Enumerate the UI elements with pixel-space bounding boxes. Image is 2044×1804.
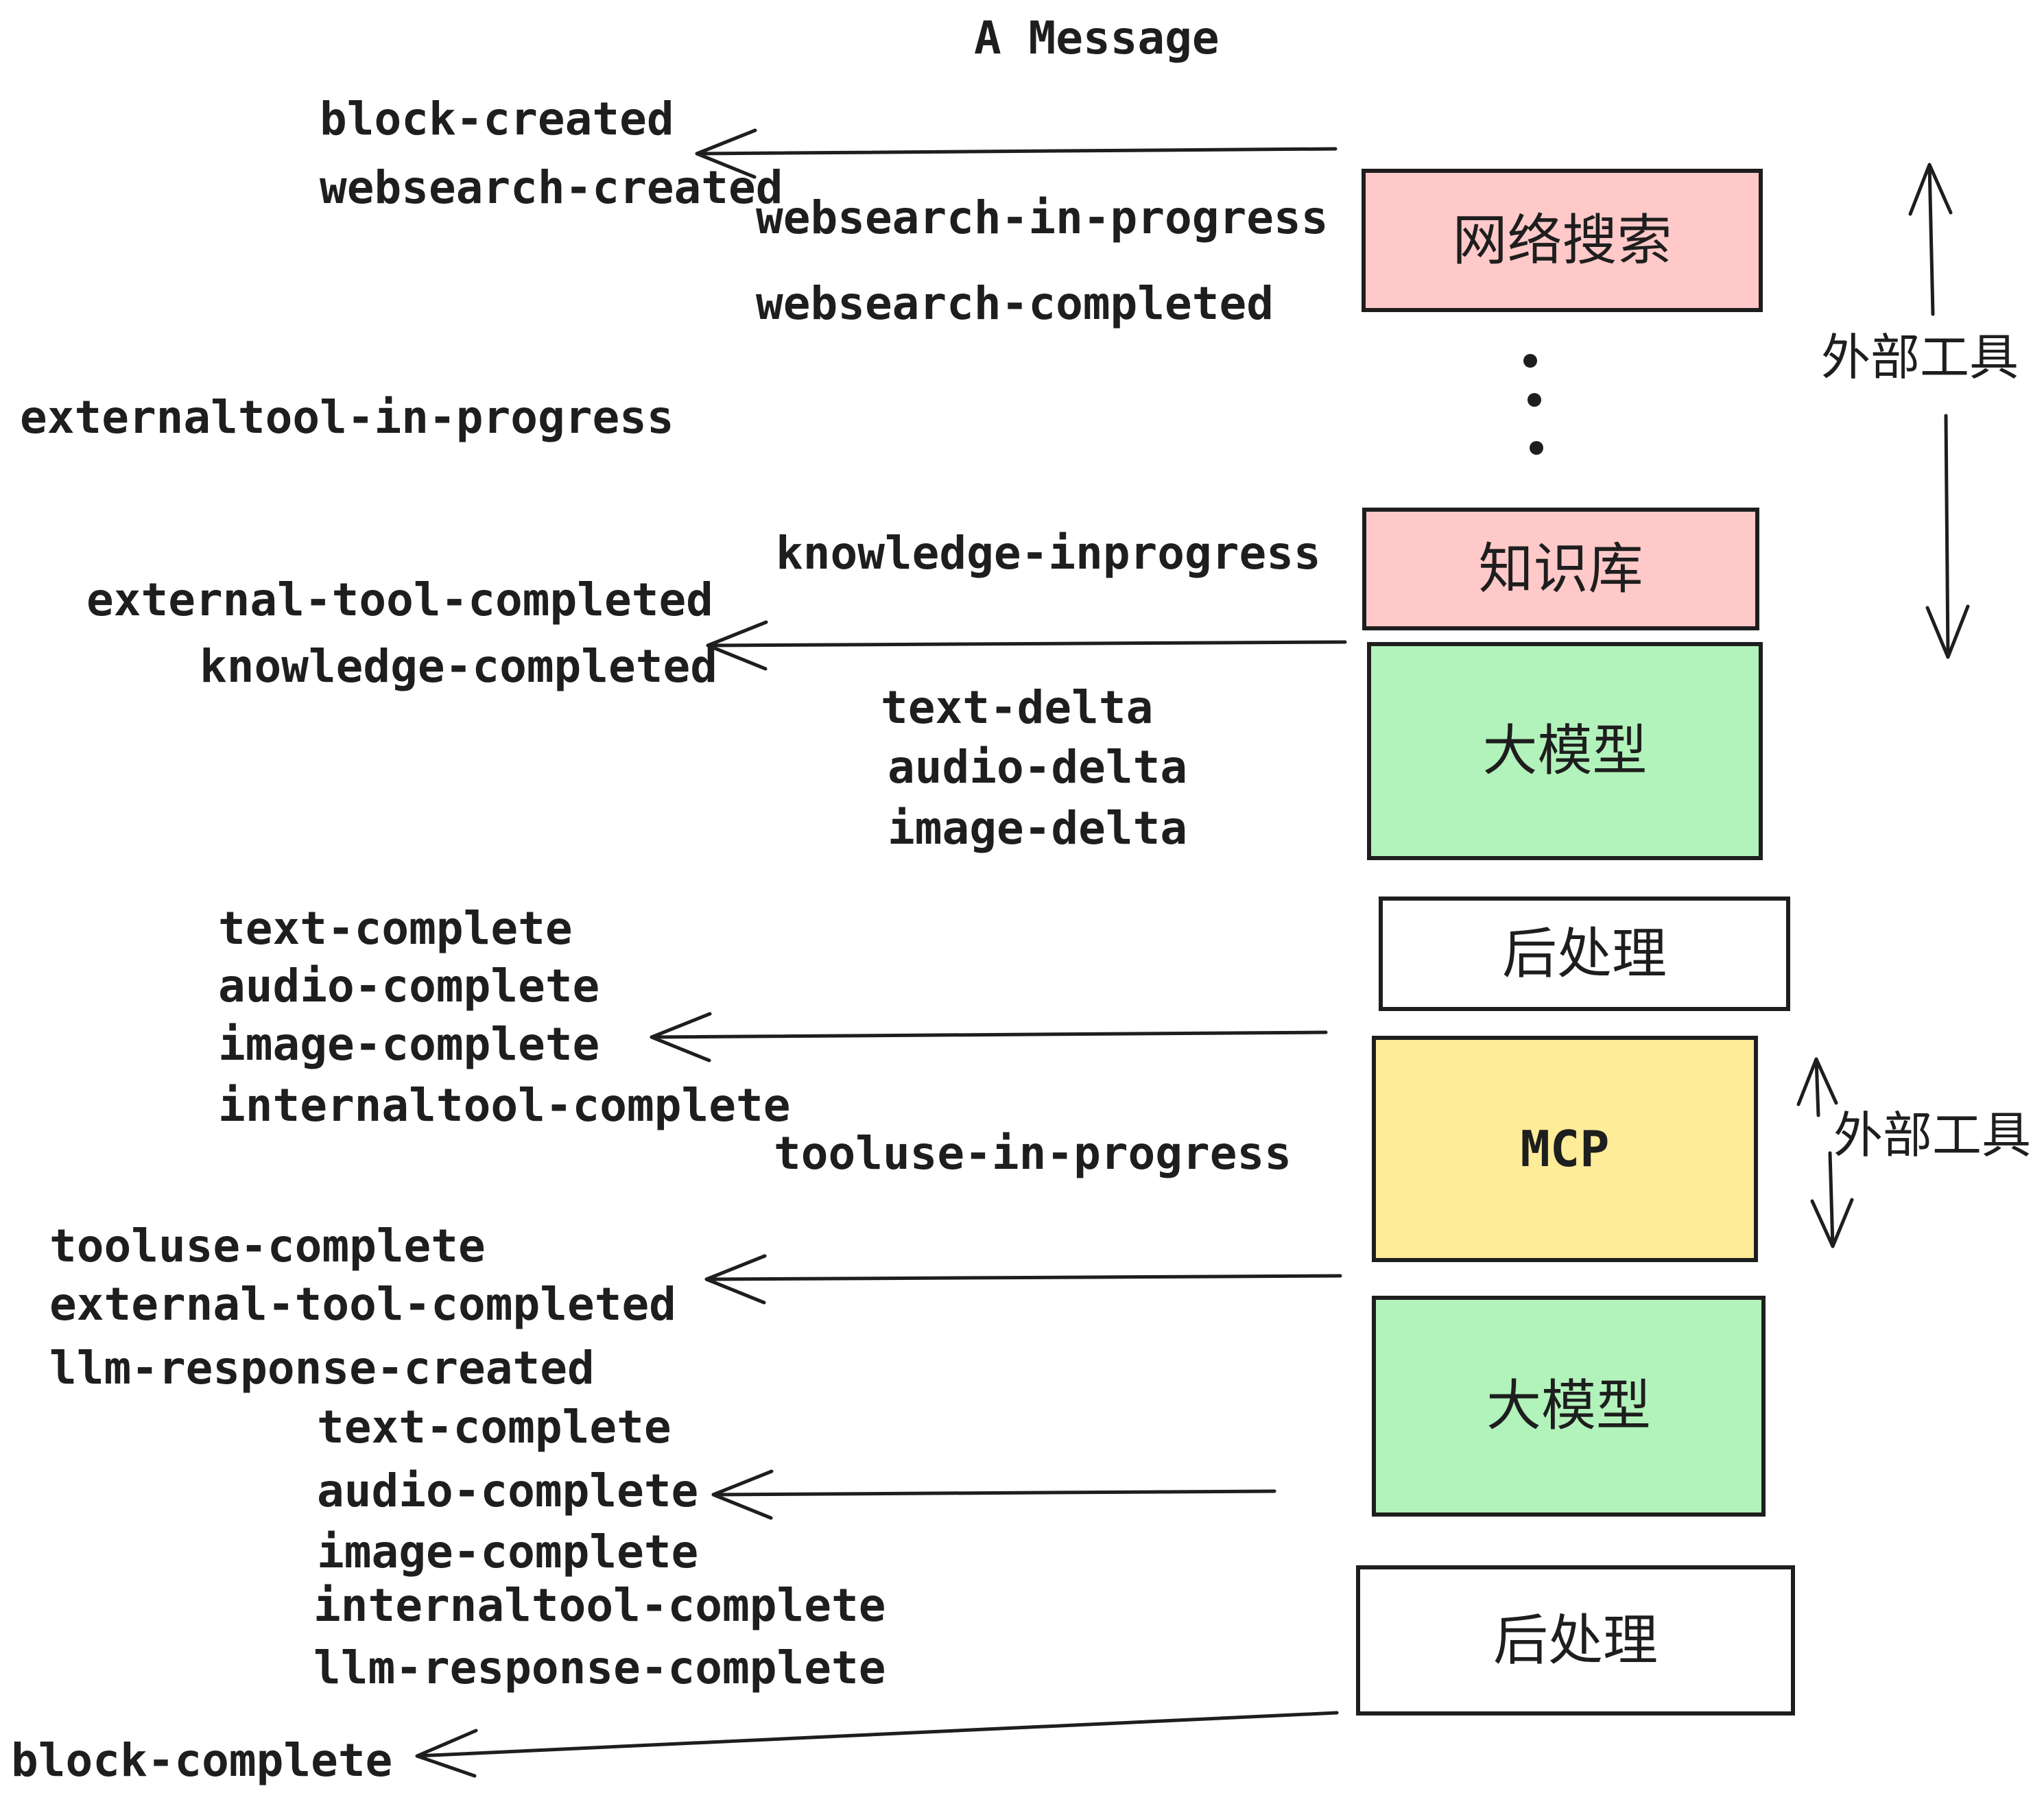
side-label-external-tools-2: 外部工具 (1833, 1106, 2032, 1164)
flow-box-postprocess-2-label: 后处理 (1493, 1608, 1658, 1672)
flow-box-llm-2: 大模型 (1372, 1296, 1766, 1517)
arrow-down-external-1 (1925, 414, 1970, 659)
arrow-to-block-created (695, 128, 1338, 179)
flow-box-websearch: 网络搜索 (1362, 169, 1763, 312)
diagram-title: A Message (974, 12, 1220, 64)
side-label-external-tools-1: 外部工具 (1821, 329, 2019, 386)
arrow-to-audio-complete (711, 1469, 1276, 1520)
arrow-up-external-1 (1908, 163, 1953, 316)
event-label-block-complete: block-complete (11, 1734, 393, 1787)
event-label-image-complete-1: image-complete (218, 1018, 600, 1071)
arrow-to-block-complete (415, 1711, 1339, 1778)
event-label-websearch-completed: websearch-completed (756, 277, 1274, 330)
arrow-to-image-complete (650, 1012, 1328, 1063)
flow-box-mcp: MCP (1372, 1036, 1758, 1262)
flow-box-mcp-label: MCP (1520, 1120, 1610, 1178)
arrow-to-tooluse-complete (704, 1254, 1342, 1305)
flow-box-postprocess-1: 后处理 (1379, 897, 1790, 1011)
flow-box-llm-1-label: 大模型 (1482, 719, 1648, 783)
event-label-text-complete-2: text-complete (317, 1401, 672, 1453)
flow-box-knowledge-label: 知识库 (1478, 536, 1643, 601)
event-label-external-tool-completed: external-tool-completed (86, 573, 713, 626)
event-label-image-delta-1: image-delta (888, 802, 1188, 855)
flow-box-websearch-label: 网络搜索 (1452, 208, 1672, 272)
ellipsis-dot (1523, 354, 1537, 368)
event-label-audio-complete-1: audio-complete (218, 960, 600, 1012)
event-label-websearch-in-progress: websearch-in-progress (756, 191, 1329, 244)
flow-box-llm-2-label: 大模型 (1486, 1374, 1651, 1438)
ellipsis-dot (1530, 441, 1543, 455)
flow-box-postprocess-1-label: 后处理 (1502, 921, 1667, 986)
arrow-up-external-2 (1796, 1057, 1838, 1117)
event-label-knowledge-completed: knowledge-completed (200, 640, 717, 693)
event-label-externaltool-in-progress: externaltool-in-progress (20, 391, 674, 444)
arrow-down-external-2 (1810, 1151, 1854, 1248)
flow-box-knowledge: 知识库 (1362, 508, 1759, 630)
event-label-internaltool-complete-2: internaltool-complete (313, 1579, 886, 1632)
event-label-audio-complete-2: audio-complete (317, 1464, 699, 1517)
event-label-tooluse-in-progress: tooluse-in-progress (774, 1127, 1292, 1180)
event-label-audio-delta-1: audio-delta (888, 741, 1188, 794)
event-label-llm-response-complete: llm-response-complete (313, 1641, 886, 1694)
flow-box-llm-1: 大模型 (1367, 642, 1763, 860)
event-label-internaltool-complete-1: internaltool-complete (218, 1079, 791, 1132)
event-label-websearch-created: websearch-created (320, 161, 783, 214)
event-label-image-complete-2: image-complete (317, 1526, 699, 1578)
event-label-block-created: block-created (320, 93, 674, 145)
event-label-external-tool-completed-2: external-tool-completed (49, 1278, 676, 1331)
flow-box-postprocess-2: 后处理 (1356, 1565, 1795, 1716)
event-label-tooluse-complete: tooluse-complete (49, 1220, 486, 1272)
ellipsis-dot (1528, 393, 1541, 407)
event-label-text-delta-1: text-delta (881, 681, 1154, 734)
arrow-to-knowledge-completed (706, 620, 1347, 671)
event-label-llm-response-created: llm-response-created (49, 1342, 595, 1394)
event-label-text-complete-1: text-complete (218, 902, 573, 955)
event-label-knowledge-inprogress: knowledge-inprogress (776, 527, 1321, 580)
